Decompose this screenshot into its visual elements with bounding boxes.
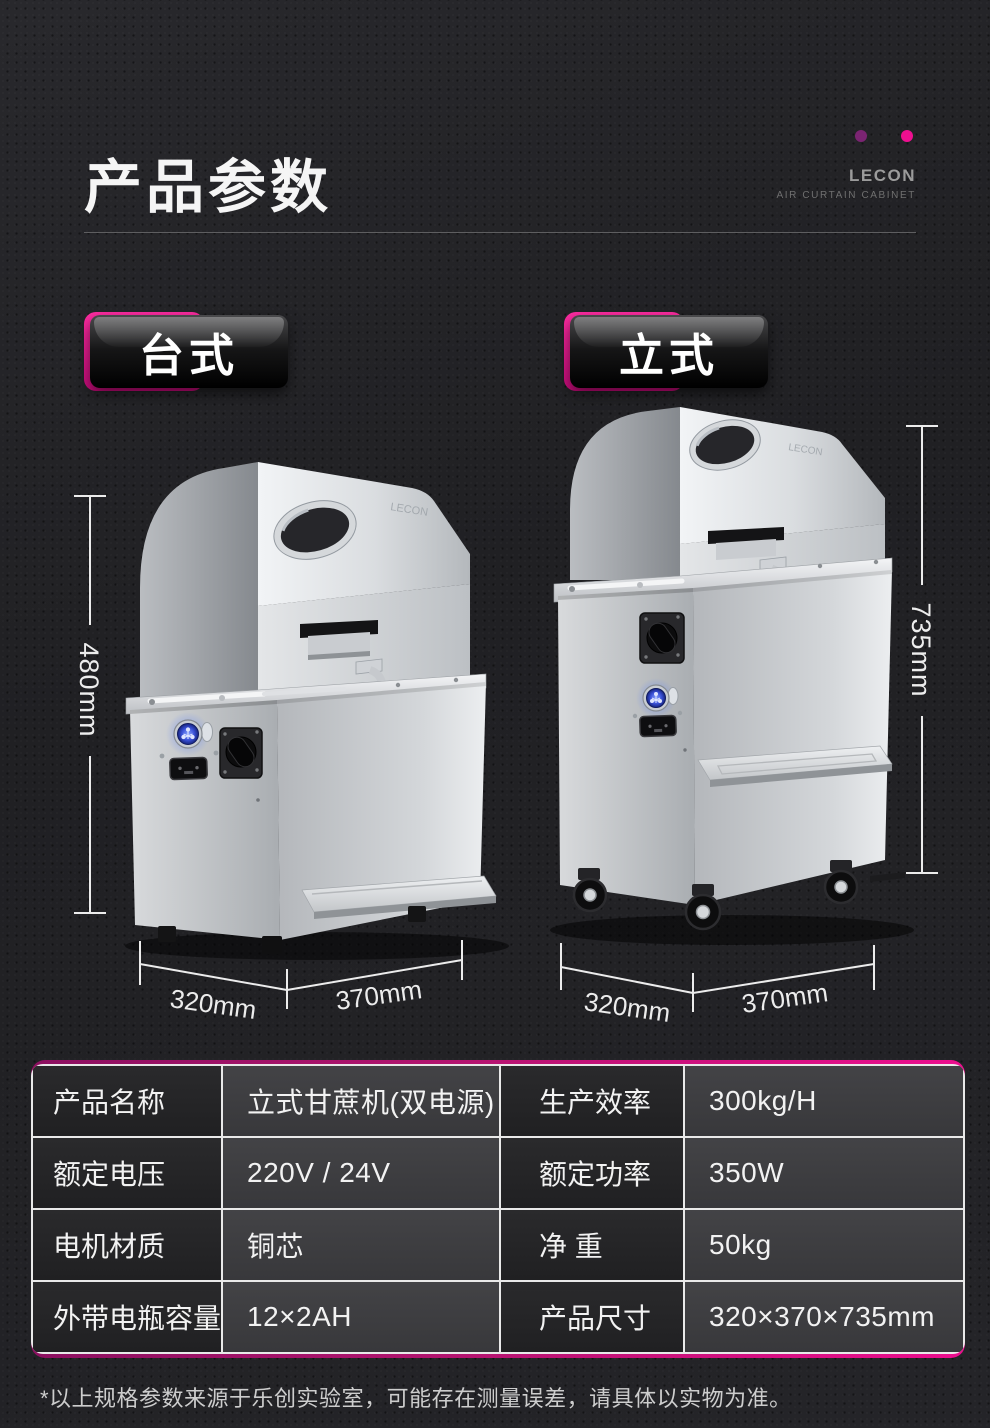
spec-table: 产品名称 立式甘蔗机(双电源) 生产效率 300kg/H 额定电压 220V /… — [31, 1060, 965, 1358]
page-title: 产品参数 — [84, 155, 333, 220]
spec-label: 外带电瓶容量 — [33, 1282, 221, 1352]
feed-opening-icon — [689, 419, 761, 471]
hood-logo: LECON — [390, 501, 429, 519]
caster-wheel-icon — [823, 860, 859, 905]
rotary-switch-icon — [219, 727, 263, 779]
brand-dots-icon — [777, 130, 917, 142]
spec-value: 立式甘蔗机(双电源) — [223, 1066, 499, 1136]
badge-standing-label: 立式 — [618, 330, 719, 381]
brand-block: LECON AIR CURTAIN CABINET — [777, 130, 917, 201]
spec-label: 生产效率 — [501, 1066, 683, 1136]
tabletop-machine-photo: LECON — [125, 462, 509, 960]
spec-label: 净 重 — [501, 1210, 683, 1280]
dim-depth-label: 320mm — [168, 983, 258, 1025]
spec-value: 50kg — [685, 1210, 963, 1280]
badge-standing: 立式 — [564, 312, 768, 391]
spec-label: 产品尺寸 — [501, 1282, 683, 1352]
power-connector-icon — [166, 712, 213, 756]
spec-value: 320×370×735mm — [685, 1282, 963, 1352]
spec-label: 产品名称 — [33, 1066, 221, 1136]
dim-height-line — [89, 756, 91, 912]
spec-value: 300kg/H — [685, 1066, 963, 1136]
dim-base-left: 320mm 370mm — [139, 940, 463, 1025]
hood-logo: LECON — [788, 442, 824, 458]
juice-tap-icon — [759, 556, 787, 598]
footnote: *以上规格参数来源于乐创实验室，可能存在测量误差，请具体以实物为准。 — [40, 1386, 792, 1411]
juice-tap-icon — [355, 658, 387, 699]
power-socket-icon — [169, 756, 208, 781]
dim-height-cap-bottom — [74, 912, 106, 914]
drip-tray-icon — [697, 745, 893, 787]
drip-tray-icon — [301, 875, 497, 919]
dim-height-label: 480mm — [74, 642, 104, 738]
dim-height-cap-top — [906, 425, 938, 427]
power-socket-icon — [639, 714, 677, 738]
spec-value: 350W — [685, 1138, 963, 1208]
brand-name: LECON — [849, 166, 916, 185]
power-connector-icon — [636, 678, 679, 718]
badge-tabletop: 台式 — [84, 312, 288, 391]
spec-value: 铜芯 — [223, 1210, 499, 1280]
spec-label: 额定功率 — [501, 1138, 683, 1208]
dim-height-cap-top — [74, 495, 106, 497]
spec-value: 12×2AH — [223, 1282, 499, 1352]
spec-value: 220V / 24V — [223, 1138, 499, 1208]
dim-height-line — [89, 497, 91, 625]
caster-wheel-icon — [684, 884, 722, 931]
dim-base-right: 320mm 370mm — [560, 943, 875, 1028]
dim-height-line — [921, 716, 923, 872]
caster-wheel-icon — [572, 868, 608, 913]
dim-depth-label: 320mm — [582, 986, 672, 1028]
spec-label: 电机材质 — [33, 1210, 221, 1280]
badge-tabletop-label: 台式 — [138, 330, 239, 381]
dim-height-label: 735mm — [906, 602, 936, 698]
dim-height-line — [921, 427, 923, 585]
brand-tagline: AIR CURTAIN CABINET — [776, 190, 916, 201]
rotary-switch-icon — [639, 612, 685, 664]
header-divider — [84, 232, 916, 233]
spec-label: 额定电压 — [33, 1138, 221, 1208]
dim-height-cap-bottom — [906, 872, 938, 874]
feed-opening-icon — [273, 500, 357, 560]
standing-machine-photo: LECON — [550, 407, 914, 945]
